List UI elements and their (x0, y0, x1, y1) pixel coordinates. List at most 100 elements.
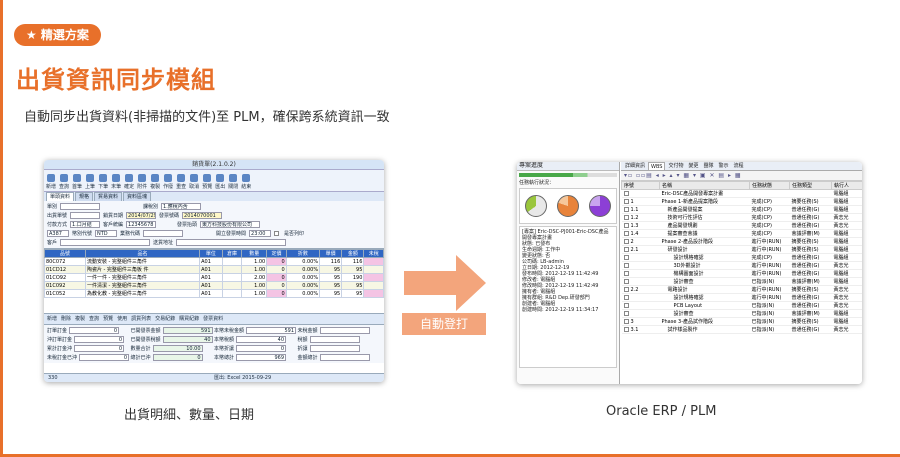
row-checkbox[interactable] (623, 190, 629, 196)
erp-toolbar-button[interactable]: 取消 (189, 174, 199, 190)
plm-grid-row[interactable]: 設計審查已指派(N)會議評審(M)電腦組 (621, 309, 862, 318)
erp-toolbar-label: 重查 (176, 184, 187, 190)
plm-grid-row[interactable]: 設計規格確認進行中(RUN)普通任務(G)黃志光 (621, 293, 862, 302)
erp-tab[interactable]: 貿易資料 (94, 192, 123, 201)
erp-toolbar-button[interactable]: 重查 (176, 174, 186, 190)
plm-tab[interactable]: 詳細資訊 (625, 163, 646, 169)
erp-toolbar-button[interactable]: 預覽 (202, 174, 212, 190)
row-checkbox[interactable] (623, 278, 629, 284)
plm-grid-cell: 摘要任務(S) (789, 317, 832, 326)
row-checkbox[interactable] (623, 230, 629, 236)
row-checkbox[interactable] (623, 214, 629, 220)
erp-sub-toolbar-item[interactable]: 複製 (75, 316, 86, 322)
plm-toolbar: ▾▫ ▫▫▤ ◂ ▸ ▴ ▾ ▦ ▾ ▣ ✕ ▤ ▸ ▦ (621, 171, 862, 181)
erp-toolbar-button[interactable]: 末筆 (111, 174, 121, 190)
row-checkbox[interactable] (623, 286, 629, 292)
plm-tab[interactable]: WBS (648, 162, 666, 170)
row-checkbox[interactable] (623, 254, 629, 260)
row-checkbox[interactable] (623, 302, 629, 308)
erp-tab[interactable]: 規格 (75, 192, 94, 201)
erp-toolbar-button[interactable]: 附件 (137, 174, 147, 190)
erp-toolbar-button[interactable]: 關閉 (228, 174, 238, 190)
plm-grid-cell: 黃志光 (831, 293, 862, 302)
row-checkbox[interactable] (623, 262, 629, 268)
erp-tab[interactable]: 單頭資料 (46, 192, 75, 201)
erp-sub-toolbar-item[interactable]: 刪除 (61, 316, 72, 322)
plm-grid-row[interactable]: 設計規格確認完成(CP)普通任務(G)電腦組 (621, 253, 862, 262)
erp-sub-toolbar-item[interactable]: 購買紀錄 (179, 316, 200, 322)
erp-sub-toolbar-item[interactable]: 發票資料 (203, 316, 224, 322)
toolbar-glyph-icon (125, 174, 134, 182)
row-checkbox[interactable] (623, 294, 629, 300)
erp-sub-toolbar-item[interactable]: 交易紀錄 (155, 316, 176, 322)
erp-sub-toolbar-item[interactable]: 新增 (47, 316, 58, 322)
plm-grid-row[interactable]: Eric-DSC產品開發專案計畫電腦組 (621, 189, 862, 198)
row-checkbox[interactable] (623, 310, 629, 316)
erp-tab[interactable]: 資料區塊 (123, 192, 152, 201)
caption-plm: Oracle ERP / PLM (606, 404, 717, 419)
plm-tab[interactable]: 警示 (718, 163, 729, 169)
erp-toolbar-button[interactable]: 首筆 (72, 174, 82, 190)
erp-toolbar-button[interactable]: 結束 (241, 174, 251, 190)
erp-grid-cell: 一件清潔 - 完整組件三角件 (84, 281, 201, 290)
erp-toolbar-label: 下筆 (98, 184, 109, 190)
row-checkbox[interactable] (623, 206, 629, 212)
erp-sub-toolbar-item[interactable]: 查詢 (89, 316, 100, 322)
plm-tab[interactable]: 流程 (733, 163, 744, 169)
erp-grid-cell: 1.00 (241, 257, 268, 266)
plm-grid-cell (789, 189, 832, 198)
erp-toolbar-button[interactable]: 新增 (46, 174, 56, 190)
plm-info-line: 公司碼: LB-admin (522, 259, 564, 265)
erp-toolbar-button[interactable]: 作廢 (163, 174, 173, 190)
erp-sub-toolbar-item[interactable]: 使用 (117, 316, 128, 322)
plm-grid-cell (621, 277, 660, 286)
row-checkbox[interactable] (623, 246, 629, 252)
plm-tab[interactable]: 變更 (688, 163, 699, 169)
plm-grid-cell: 完成(CP) (749, 213, 790, 222)
erp-toolbar-button[interactable]: 下筆 (98, 174, 108, 190)
plm-tab[interactable]: 交付物 (668, 163, 684, 169)
plm-grid-row[interactable]: 3D外觀設計進行中(RUN)普通任務(G)黃志光 (621, 261, 862, 270)
plm-info-line: 開發專案計畫 (522, 235, 553, 241)
row-checkbox[interactable] (623, 318, 629, 324)
erp-toolbar-button[interactable]: 複製 (150, 174, 160, 190)
erp-toolbar-button[interactable]: 確定 (124, 174, 134, 190)
plm-grid-row[interactable]: 機構圖面設計進行中(RUN)普通任務(G)電腦組 (621, 269, 862, 278)
erp-sub-toolbar-item[interactable]: 調貨列表 (131, 316, 152, 322)
row-checkbox[interactable] (623, 222, 629, 228)
plm-grid-cell: 技術可行性評估 (659, 213, 750, 222)
plm-row-seq: 2 (630, 238, 634, 245)
plm-info-line: 發布時間: 2012-12-19 11:42:49 (522, 271, 599, 277)
row-checkbox[interactable] (623, 326, 629, 332)
plm-tab[interactable]: 團隊 (703, 163, 714, 169)
erp-toolbar-button[interactable]: 匯出 (215, 174, 225, 190)
row-checkbox[interactable] (623, 198, 629, 204)
plm-grid-row[interactable]: 設計審查已指派(N)會議評審(M)電腦組 (621, 277, 862, 286)
row-checkbox[interactable] (623, 238, 629, 244)
plm-info-line: 創建時間: 2012-12-19 11:34:17 (522, 307, 599, 313)
erp-total-label: 金額總計 (297, 355, 318, 361)
erp-toolbar-button[interactable]: 查詢 (59, 174, 69, 190)
erp-toolbar-button[interactable]: 上筆 (85, 174, 95, 190)
row-checkbox[interactable] (623, 270, 629, 276)
erp-sub-toolbar-item[interactable]: 預覽 (103, 316, 114, 322)
